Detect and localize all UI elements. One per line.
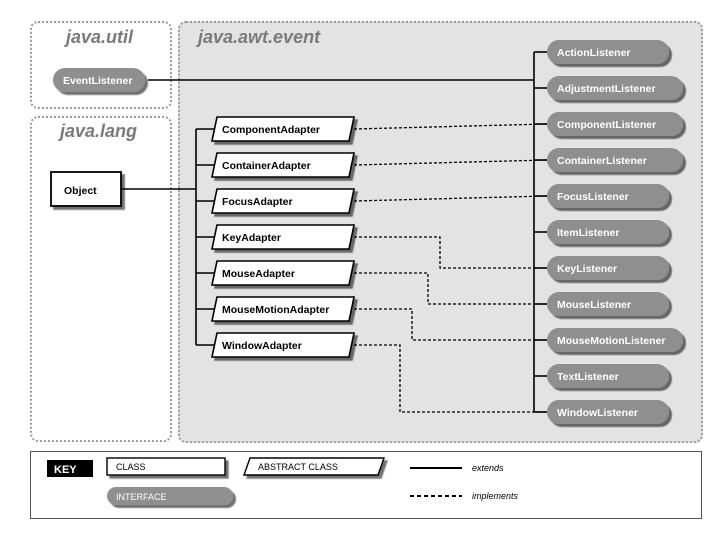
package-java-lang (30, 116, 172, 442)
implements-line (354, 236, 547, 269)
key-interface: INTERFACE (107, 487, 233, 505)
container-adapter-class: ContainerAdapter (211, 152, 355, 178)
key-listener-interface-label: KeyListener (557, 263, 617, 275)
package-java-awt-event-title: java.awt.event (198, 27, 321, 47)
key-title: KEY (54, 464, 77, 476)
implements-line (354, 272, 547, 305)
package-java-util (30, 21, 172, 109)
component-adapter-class-label: ComponentAdapter (222, 124, 320, 136)
key-interface-label: INTERFACE (116, 492, 167, 502)
component-listener-interface: ComponentListener (547, 112, 683, 136)
focus-listener-interface: FocusListener (547, 184, 669, 208)
mouse-motion-listener-interface-label: MouseMotionListener (557, 335, 666, 347)
mouse-listener-interface: MouseListener (547, 292, 669, 316)
mouse-motion-listener-interface: MouseMotionListener (547, 328, 683, 352)
container-listener-interface: ContainerListener (547, 148, 683, 172)
implements-line (354, 308, 547, 341)
mouse-motion-adapter-class-label: MouseMotionAdapter (222, 304, 329, 316)
mouse-listener-interface-label: MouseListener (557, 299, 631, 311)
window-adapter-class-label: WindowAdapter (222, 340, 302, 352)
item-listener-interface-label: ItemListener (557, 227, 619, 239)
eventlistener-interface: EventListener (53, 68, 145, 92)
key-adapter-class-label: KeyAdapter (222, 232, 281, 244)
package-java-util-title: java.util (66, 27, 134, 47)
implements-line (354, 344, 547, 413)
connectors (121, 51, 548, 413)
text-listener-interface: TextListener (547, 364, 669, 388)
focus-listener-interface-label: FocusListener (557, 191, 629, 203)
eventlistener-interface-label: EventListener (63, 75, 132, 87)
adjustment-listener-interface-label: AdjustmentListener (557, 83, 656, 95)
object-class-label: Object (64, 185, 97, 197)
component-listener-interface-label: ComponentListener (557, 119, 656, 131)
focus-adapter-class-label: FocusAdapter (222, 196, 293, 208)
key-adapter-class: KeyAdapter (211, 224, 355, 250)
key-legend: KEY CLASS ABSTRACT CLASS INTERFACE extends im… (47, 457, 519, 505)
container-listener-interface-label: ContainerListener (557, 155, 647, 167)
key-implements-label: implements (472, 491, 519, 501)
implements-line (353, 123, 548, 130)
object-class: Object (50, 171, 122, 207)
mouse-adapter-class: MouseAdapter (211, 260, 355, 286)
key-class: CLASS (106, 457, 226, 476)
action-listener-interface: ActionListener (547, 40, 669, 64)
text-listener-interface-label: TextListener (557, 371, 619, 383)
window-listener-interface-label: WindowListener (557, 407, 638, 419)
window-listener-interface: WindowListener (547, 400, 669, 424)
component-adapter-class: ComponentAdapter (211, 116, 355, 142)
key-panel (30, 451, 702, 519)
item-listener-interface: ItemListener (547, 220, 669, 244)
package-java-lang-title: java.lang (60, 121, 138, 141)
implements-line (353, 195, 548, 202)
container-adapter-class-label: ContainerAdapter (222, 160, 311, 172)
mouse-adapter-class-label: MouseAdapter (222, 268, 295, 280)
key-extends-label: extends (472, 463, 504, 473)
window-adapter-class: WindowAdapter (211, 332, 355, 358)
focus-adapter-class: FocusAdapter (211, 188, 355, 214)
key-listener-interface: KeyListener (547, 256, 669, 280)
key-badge: KEY (47, 460, 93, 477)
key-abstract-class: ABSTRACT CLASS (243, 457, 385, 476)
key-class-label: CLASS (116, 462, 146, 472)
mouse-motion-adapter-class: MouseMotionAdapter (211, 296, 355, 322)
implements-line (353, 159, 548, 166)
action-listener-interface-label: ActionListener (557, 47, 631, 59)
key-abstract-label: ABSTRACT CLASS (258, 462, 338, 472)
adjustment-listener-interface: AdjustmentListener (547, 76, 683, 100)
